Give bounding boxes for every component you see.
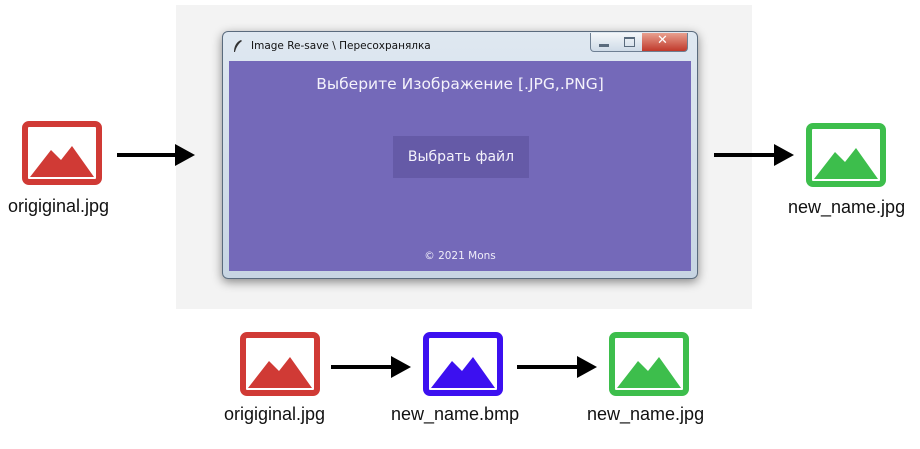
original-image-icon — [22, 121, 102, 185]
window-client-area: Выберите Изображение [.JPG,.PNG] Выбрать… — [229, 61, 691, 271]
output-image-icon — [806, 123, 886, 187]
bottom-output-label: new_name.jpg — [587, 404, 705, 424]
maximize-icon — [624, 37, 635, 47]
arrow-to-bmp — [331, 354, 413, 380]
window-title: Image Re-save \ Пересохранялка — [251, 40, 431, 52]
bottom-original-label: origiginal.jpg — [224, 404, 326, 424]
title-bar: Image Re-save \ Пересохранялка ✕ — [223, 32, 697, 60]
arrow-to-output — [714, 142, 796, 168]
minimize-button[interactable] — [590, 33, 619, 52]
bottom-original-image-icon — [240, 332, 320, 396]
original-file-label: origiginal.jpg — [8, 196, 110, 216]
app-window: Image Re-save \ Пересохранялка ✕ Выберит… — [222, 31, 698, 279]
bmp-file-label: new_name.bmp — [391, 404, 520, 424]
bmp-image-icon — [423, 332, 503, 396]
choose-file-button[interactable]: Выбрать файл — [393, 136, 529, 178]
bottom-output-image-icon — [609, 332, 689, 396]
instruction-heading: Выберите Изображение [.JPG,.PNG] — [316, 75, 604, 93]
output-file-label: new_name.jpg — [788, 197, 906, 217]
close-button[interactable]: ✕ — [642, 33, 688, 52]
close-icon: ✕ — [657, 33, 668, 48]
minimize-icon — [599, 44, 609, 47]
arrow-to-jpg — [517, 354, 599, 380]
maximize-button[interactable] — [617, 33, 643, 52]
feather-icon — [234, 40, 242, 52]
copyright-text: © 2021 Mons — [424, 250, 496, 262]
arrow-to-app — [117, 142, 197, 168]
